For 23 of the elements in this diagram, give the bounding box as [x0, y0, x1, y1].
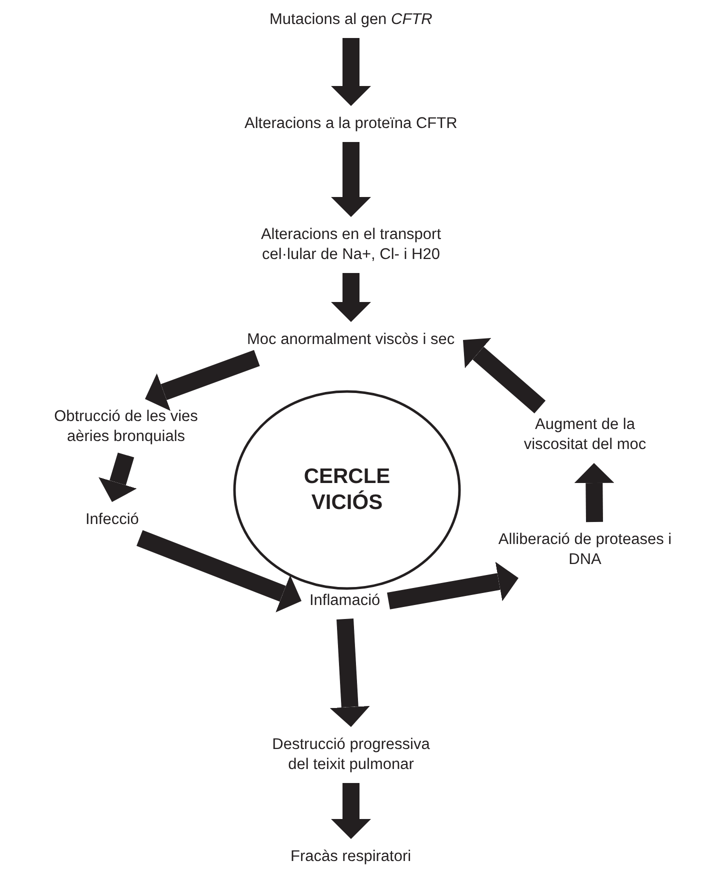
step-label: Moc anormalment viscòs i sec [239, 322, 463, 358]
step-label: Alliberació de proteases i DNA [490, 522, 680, 578]
step-label: Alteracions a la proteïna CFTR [236, 106, 466, 142]
block-arrow [136, 530, 302, 612]
block-arrow [331, 142, 371, 217]
block-arrow [574, 463, 614, 522]
block-arrow [331, 783, 371, 839]
block-arrow [330, 618, 370, 727]
block-arrow [145, 350, 260, 411]
step-label: Augment de la viscositat del moc [495, 407, 675, 464]
step-label: Inflamació [302, 583, 388, 620]
step-label: Alteracions en el transport cel·lular de Na+, Cl- i H20 [234, 217, 468, 274]
step-label: Obtrucció de les vies aèries bronquials [31, 399, 221, 456]
block-arrow [463, 338, 546, 414]
block-arrow [331, 273, 371, 322]
block-arrow [387, 562, 518, 610]
step-label: Destrucció progressiva del teixit pulmonar [261, 727, 441, 784]
block-arrow [331, 38, 371, 106]
block-arrow [98, 452, 137, 502]
step-label: Mutacions al gen CFTR [262, 2, 440, 38]
step-label: Fracàs respiratori [282, 839, 420, 872]
circle-label: CERCLE VICIÓS [302, 464, 392, 516]
step-label: Infecció [78, 502, 147, 538]
